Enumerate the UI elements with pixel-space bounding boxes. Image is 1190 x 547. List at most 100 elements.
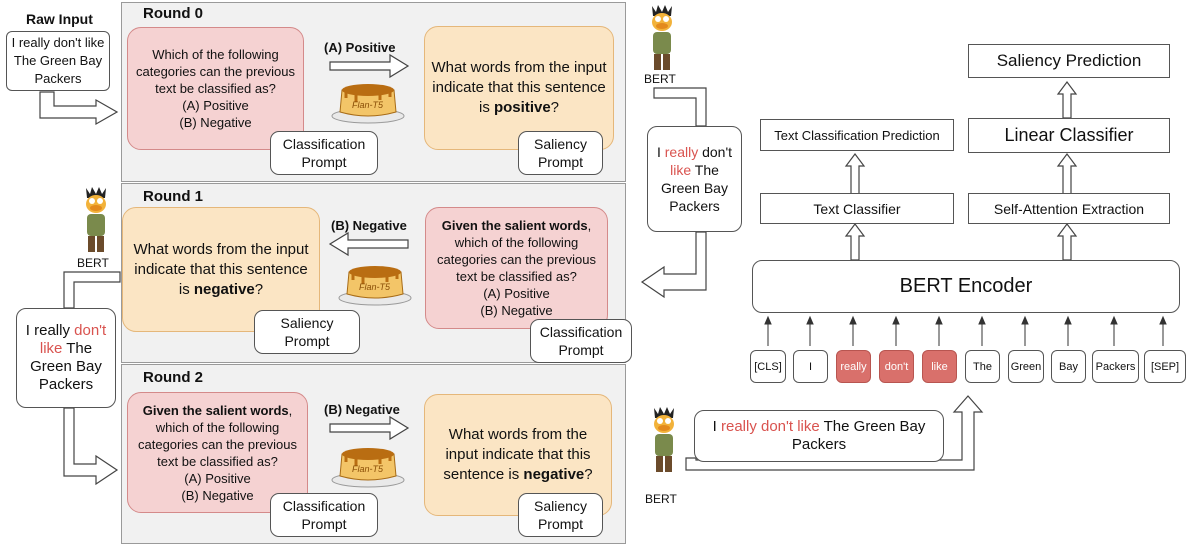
prompt-line: , which of the following (155, 402, 293, 435)
salient-word: really (664, 144, 699, 160)
token-salient: like (922, 350, 957, 383)
classification-tag-label: Classification Prompt (539, 324, 623, 358)
salient-word: really don't like (720, 418, 820, 435)
linear-classifier-box: Linear Classifier (968, 118, 1170, 153)
round-2-saliency-tag: Saliency Prompt (518, 493, 603, 537)
token-text: really (840, 360, 867, 373)
token: Packers (1092, 350, 1139, 383)
round-2-classification-tag: Classification Prompt (270, 493, 378, 537)
prompt-line: categories can the previous (437, 252, 596, 267)
token: Bay (1051, 350, 1086, 383)
token-text: [SEP] (1150, 360, 1180, 373)
saliency-tag-label: Saliency Prompt (534, 498, 587, 532)
saliency-text-end: ? (254, 280, 264, 298)
round-0-saliency-tag: Saliency Prompt (518, 131, 603, 175)
bert-encoder-box: BERT Encoder (752, 260, 1180, 313)
saliency-text: What words from the input indicate that … (133, 240, 309, 298)
token-text: [CLS] (754, 360, 782, 373)
prompt-line: (B) Negative (179, 115, 252, 130)
token: The (965, 350, 1000, 383)
bubble-word: The Green Bay Packers (661, 162, 728, 214)
salient-word: don't (74, 322, 107, 339)
prompt-line: (A) Positive (483, 286, 550, 301)
raw-input-label: Raw Input (26, 11, 93, 27)
flan-t5-label: Flan-T5 (352, 464, 384, 474)
token-text: like (931, 360, 948, 373)
bubble-word: I (656, 144, 665, 160)
bert-label: BERT (644, 72, 676, 86)
prompt-line: Which of the following (152, 47, 279, 62)
raw-input-text: I really don't like The Green Bay Packer… (11, 35, 105, 86)
token-text: Packers (1095, 360, 1136, 373)
token-text: don't (884, 360, 909, 373)
prompt-line: (B) Negative (480, 303, 553, 318)
self-attention-extraction-label: Self-Attention Extraction (993, 200, 1145, 217)
token: I (793, 350, 828, 383)
bubble-word: don't (698, 144, 733, 160)
prompt-line: text be classified as? (155, 81, 276, 96)
token: Green (1008, 350, 1044, 383)
prompt-line: text be classified as? (456, 269, 577, 284)
round-0-classification-prompt: Which of the following categories can th… (127, 27, 304, 150)
salient-bubble-round-2: I really don't like The Green Bay Packer… (16, 308, 116, 408)
token-text: I (808, 360, 813, 373)
round-1-answer: (B) Negative (331, 218, 407, 233)
prompt-bold: Given the salient words (142, 402, 289, 418)
round-1-classification-tag: Classification Prompt (530, 319, 632, 363)
prompt-line: (B) Negative (181, 487, 254, 503)
round-0-saliency-prompt: What words from the input indicate that … (424, 26, 614, 150)
token-salient: don't (879, 350, 914, 383)
saliency-sentiment: negative (523, 466, 585, 483)
raw-input-box: I really don't like The Green Bay Packer… (6, 31, 110, 91)
flan-t5-icon: Flan-T5 (330, 440, 406, 488)
saliency-prediction-label: Saliency Prediction (996, 51, 1142, 70)
saliency-sentiment: positive (493, 99, 551, 116)
round-2-classification-prompt: Given the salient words, which of the fo… (127, 392, 308, 513)
flan-t5-label: Flan-T5 (352, 100, 384, 110)
prompt-line: categories can the previous (136, 64, 295, 79)
text-classifier-box: Text Classifier (760, 193, 954, 224)
bert-character-icon (78, 186, 114, 256)
saliency-tag-label: Saliency Prompt (280, 315, 334, 349)
classification-tag-label: Classification Prompt (282, 498, 366, 532)
text-classifier-label: Text Classifier (813, 200, 901, 217)
bubble-word: The Green Bay Packers (30, 340, 102, 393)
saliency-text: What words from the input indicate that … (443, 426, 591, 483)
self-attention-extraction-box: Self-Attention Extraction (968, 193, 1170, 224)
round-1-saliency-tag: Saliency Prompt (254, 310, 360, 354)
flan-t5-icon: Flan-T5 (337, 258, 413, 306)
linear-classifier-label: Linear Classifier (1004, 125, 1134, 145)
prompt-line: (A) Positive (184, 470, 251, 486)
salient-word: like (39, 340, 63, 357)
classification-tag-label: Classification Prompt (282, 136, 366, 170)
token-text: Green (1010, 360, 1042, 373)
text-classification-prediction-label: Text Classification Prediction (774, 127, 940, 143)
bert-label: BERT (77, 256, 109, 270)
saliency-text-end: ? (550, 99, 560, 116)
bert-label: BERT (645, 492, 677, 506)
bert-encoder-label: BERT Encoder (899, 275, 1033, 297)
salient-bubble-round-1: I really don't like The Green Bay Packer… (647, 126, 742, 232)
prompt-line: (A) Positive (182, 98, 249, 113)
token-salient: really (836, 350, 871, 383)
prompt-bold: Given the salient words (441, 218, 588, 233)
round-1-title: Round 1 (143, 188, 203, 205)
flan-t5-label: Flan-T5 (359, 282, 391, 292)
round-2-title: Round 2 (143, 369, 203, 386)
prompt-line: text be classified as? (157, 453, 278, 469)
saliency-tag-label: Saliency Prompt (534, 136, 587, 170)
round-2-answer: (B) Negative (324, 402, 400, 417)
bubble-word: I really (25, 322, 75, 339)
round-1-classification-prompt: Given the salient words, which of the fo… (425, 207, 608, 329)
round-0-answer: (A) Positive (324, 40, 396, 55)
round-0-classification-tag: Classification Prompt (270, 131, 378, 175)
round-0-title: Round 0 (143, 5, 203, 22)
saliency-text-end: ? (584, 466, 593, 483)
bert-character-icon (644, 4, 680, 74)
bubble-word: The Green Bay Packers (791, 418, 926, 453)
prompt-line: categories can the previous (138, 436, 297, 452)
saliency-text: What words from the input indicate that … (431, 59, 607, 116)
bubble-word: I (712, 418, 721, 435)
saliency-sentiment: negative (193, 280, 255, 298)
